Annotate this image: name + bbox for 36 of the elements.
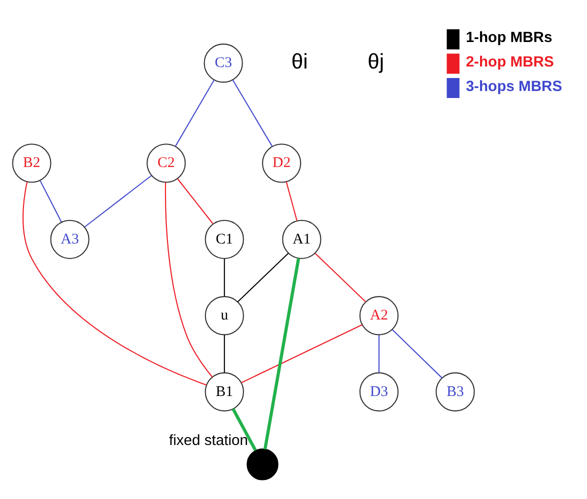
node-circle: C1 — [204, 219, 244, 258]
node-circle: B1 — [204, 372, 244, 411]
node-circle: B3 — [436, 372, 475, 411]
connector — [237, 252, 289, 302]
node-circle: B2 — [12, 143, 52, 182]
label: θi — [291, 50, 308, 73]
connector — [177, 178, 214, 224]
connector — [286, 181, 298, 221]
node-label: fixed station — [169, 432, 248, 449]
node-circle: C3 — [204, 43, 243, 82]
node-circle: A1 — [282, 219, 322, 258]
node-circle: C2 — [146, 143, 186, 182]
node-circle: D3 — [359, 372, 399, 411]
connector — [378, 334, 380, 372]
connector — [241, 324, 362, 383]
node-circle: A2 — [359, 296, 399, 335]
connector — [224, 258, 225, 296]
node-circle: u — [204, 296, 244, 335]
connector — [40, 180, 62, 222]
connector — [232, 79, 273, 146]
connector — [263, 258, 300, 450]
connector — [164, 182, 213, 377]
connector — [84, 174, 152, 227]
connector — [174, 79, 215, 146]
node-circle: A3 — [50, 219, 90, 258]
connector — [224, 334, 225, 372]
connector — [232, 408, 257, 451]
node-circle — [246, 448, 278, 480]
connector — [22, 181, 207, 385]
legend-label: 1-hop MBRs — [466, 30, 552, 46]
node-circle: D2 — [262, 143, 302, 182]
label: θj — [368, 50, 384, 73]
connector — [392, 328, 442, 378]
legend-label: 3-hops MBRS — [466, 78, 562, 94]
connector — [314, 252, 366, 302]
legend-label: 2-hop MBRS — [466, 54, 554, 70]
